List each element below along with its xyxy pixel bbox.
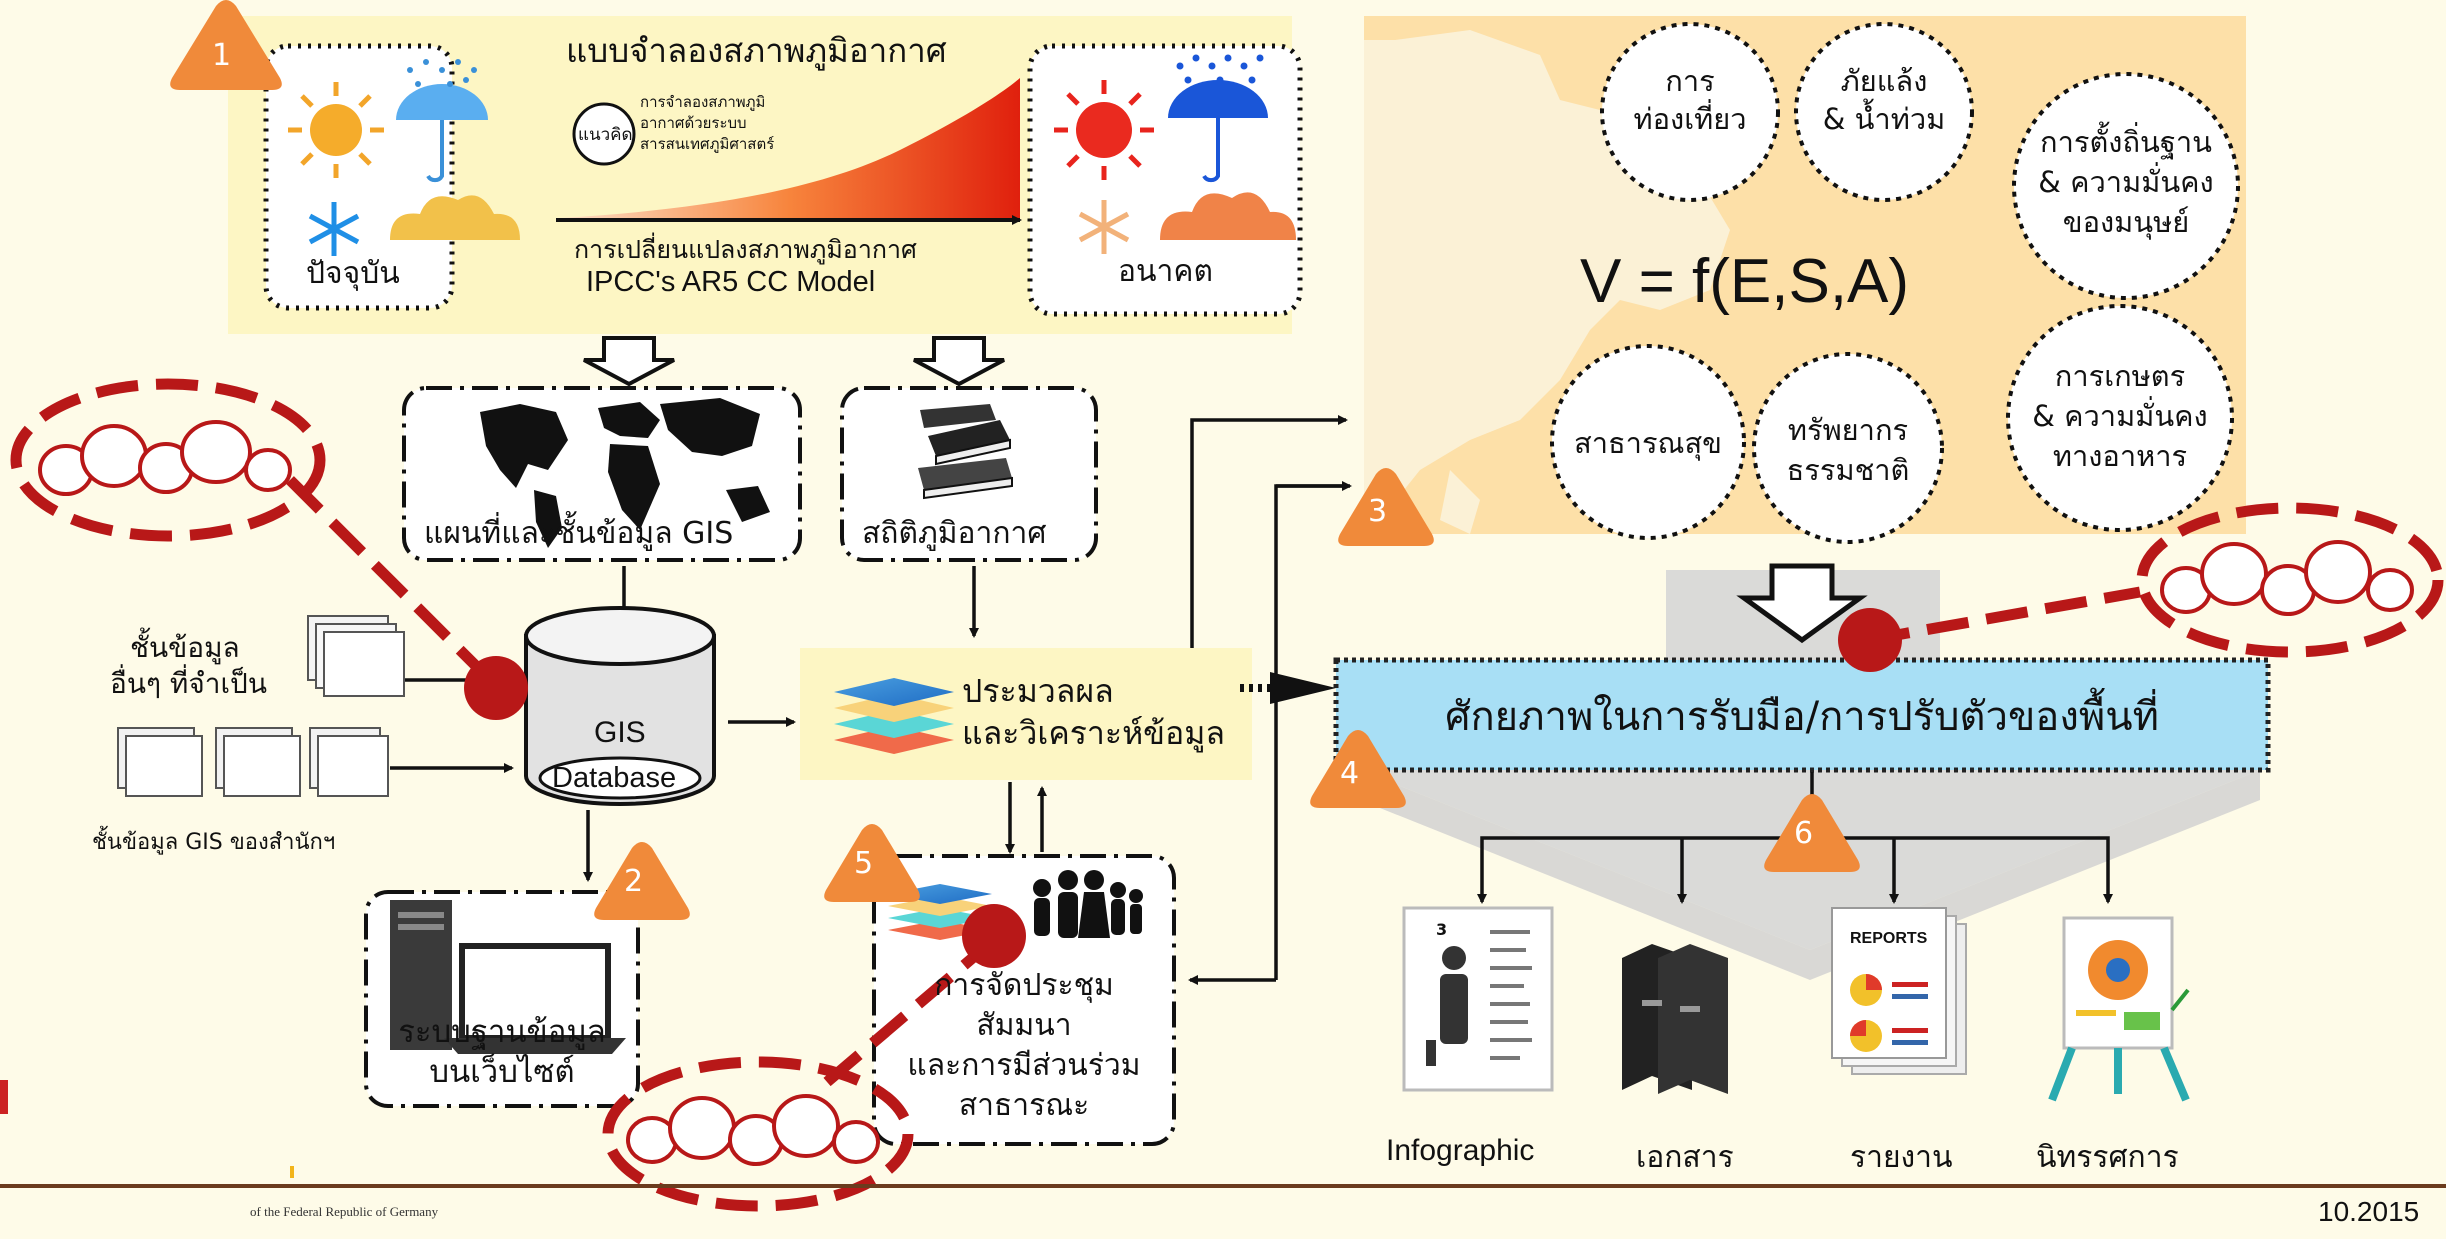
sector-line: ทางอาหาร — [2052, 439, 2188, 473]
ipcc-model-label: IPCC's AR5 CC Model — [586, 266, 876, 298]
step-number: 1 — [212, 38, 232, 73]
climate-change-label: การเปลี่ยนแปลงสภาพภูมิอากาศ — [574, 235, 917, 264]
concept-line: สารสนเทศภูมิศาสตร์ — [640, 135, 775, 153]
web-db-line: บนเว็บไซต์ — [429, 1054, 575, 1090]
sector-line: ธรรมชาติ — [1786, 453, 1910, 487]
other-layers-line: ชั้นข้อมูล — [130, 631, 240, 664]
sector-settlement: การตั้งถิ่นฐาน & ความมั่นคง ของมนุษย์ — [2014, 122, 2238, 242]
books-icon — [918, 404, 1013, 500]
umbrella-rain-icon — [396, 59, 488, 183]
climate-stats-label: สถิติภูมิอากาศ — [862, 516, 1047, 551]
processing-label: ประมวลผล — [962, 672, 1114, 710]
step-number: 4 — [1340, 756, 1360, 791]
reports-icon — [1831, 907, 1967, 1075]
output-document: เอกสาร — [1636, 1140, 1734, 1175]
gis-db-label: GIS — [594, 716, 646, 749]
present-label: ปัจจุบัน — [306, 256, 400, 291]
sector-public-health: สาธารณสุข — [1552, 424, 1744, 462]
speech-bubbles-icon — [38, 420, 2414, 1166]
hollow-arrow-icon — [1736, 563, 1868, 644]
meeting-label: การจัดประชุม สัมมนา และการมีส่วนร่วม สาธ… — [874, 966, 1174, 1126]
step-number: 6 — [1794, 816, 1814, 851]
sector-drought-flood: ภัยแล้ง & น้ำท่วม — [1796, 62, 1972, 138]
sector-line: & ความมั่นคง — [2038, 165, 2214, 199]
infographic-icon — [1402, 906, 1554, 1092]
analysis-label: และวิเคราะห์ข้อมูล — [962, 714, 1225, 752]
other-layers-line: อื่นๆ ที่จำเป็น — [110, 667, 267, 700]
web-db-line: ระบบฐานข้อมูล — [398, 1014, 606, 1050]
computer-icon — [390, 900, 626, 1054]
exhibition-board-icon — [2048, 916, 2190, 1102]
footer-date: 10.2015 — [2318, 1196, 2420, 1227]
thailand-map-icon — [1364, 30, 1730, 534]
document-stack-icon — [307, 615, 405, 697]
meeting-line: สัมมนา — [976, 1008, 1072, 1043]
concept-line: การจำลองสภาพภูมิ — [640, 93, 766, 111]
world-map-icon — [480, 398, 770, 548]
web-database-label: ระบบฐานข้อมูล บนเว็บไซต์ — [366, 1012, 638, 1092]
sector-line: การ — [1665, 64, 1715, 98]
step-number: 3 — [1368, 494, 1388, 529]
gis-database-cylinder — [524, 606, 716, 806]
output-exhibition: นิทรรศการ — [2036, 1140, 2179, 1175]
step-number: 2 — [624, 864, 644, 899]
other-layers-label: ชั้นข้อมูล อื่นๆ ที่จำเป็น — [110, 630, 267, 702]
gis-map-label: แผนที่และชั้นข้อมูล GIS — [424, 516, 734, 551]
heavy-rain-umbrella-icon — [1168, 54, 1268, 183]
agency-layers-icon — [117, 727, 389, 797]
concept-description: การจำลองสภาพภูมิ อากาศด้วยระบบ สารสนเทศภ… — [640, 92, 774, 155]
step-badge-shapes — [170, 0, 1860, 920]
cloud-icon — [390, 195, 520, 240]
concept-badge: แนวคิด — [578, 125, 633, 145]
meeting-line: และการมีส่วนร่วม — [907, 1048, 1141, 1083]
output-infographic: Infographic — [1386, 1134, 1535, 1167]
concept-line: อากาศด้วยระบบ — [640, 114, 747, 132]
infographic-mini-number: 3 — [1436, 920, 1448, 939]
sector-line: ภัยแล้ง — [1840, 64, 1928, 98]
sector-line: ท่องเที่ยว — [1633, 102, 1747, 136]
database-label: Database — [552, 762, 677, 794]
sector-line: การเกษตร — [2054, 359, 2186, 393]
warming-ramp-shape — [560, 78, 1020, 218]
reports-cover-label: REPORTS — [1850, 930, 1928, 947]
document-books-icon — [1622, 944, 1728, 1094]
sector-tourism: การ ท่องเที่ยว — [1602, 62, 1778, 138]
snowflake-icon — [308, 202, 360, 256]
sector-line: ของมนุษย์ — [2062, 205, 2190, 239]
sector-line: สาธารณสุข — [1574, 426, 1722, 460]
participation-links — [10, 378, 2444, 1212]
climate-model-title: แบบจำลองสภาพภูมิอากาศ — [566, 31, 947, 70]
future-label: อนาคต — [1118, 254, 1213, 289]
adaptive-capacity-label: ศักยภาพในการรับมือ/การปรับตัวของพื้นที่ — [1445, 694, 2159, 740]
agency-layers-label: ชั้นข้อมูล GIS ของสำนักฯ — [92, 830, 336, 855]
sector-line: & ความมั่นคง — [2032, 399, 2208, 433]
data-layers-icon — [834, 678, 954, 754]
meeting-line: สาธารณะ — [958, 1088, 1090, 1123]
meeting-line: การจัดประชุม — [934, 968, 1114, 1003]
sector-line: ทรัพยากร — [1787, 413, 1909, 447]
people-group-icon — [1033, 870, 1143, 938]
sector-line: & น้ำท่วม — [1822, 102, 1946, 136]
hollow-arrow-icon — [913, 336, 1005, 387]
hot-sun-icon — [1054, 80, 1154, 180]
sector-line: การตั้งถิ่นฐาน — [2040, 125, 2212, 159]
vulnerability-formula: V = f(E,S,A) — [1580, 247, 1910, 316]
hot-cloud-icon — [1160, 192, 1296, 240]
sector-natural-resources: ทรัพยากร ธรรมชาติ — [1754, 410, 1942, 490]
output-report: รายงาน — [1850, 1140, 1953, 1175]
step-number: 5 — [854, 846, 874, 881]
faded-snowflake-icon — [1078, 200, 1130, 254]
hollow-arrow-icon — [583, 336, 675, 387]
sector-agriculture: การเกษตร & ความมั่นคง ทางอาหาร — [2008, 356, 2232, 476]
sun-icon — [288, 82, 384, 178]
footer-credit: of the Federal Republic of Germany — [250, 1204, 439, 1219]
